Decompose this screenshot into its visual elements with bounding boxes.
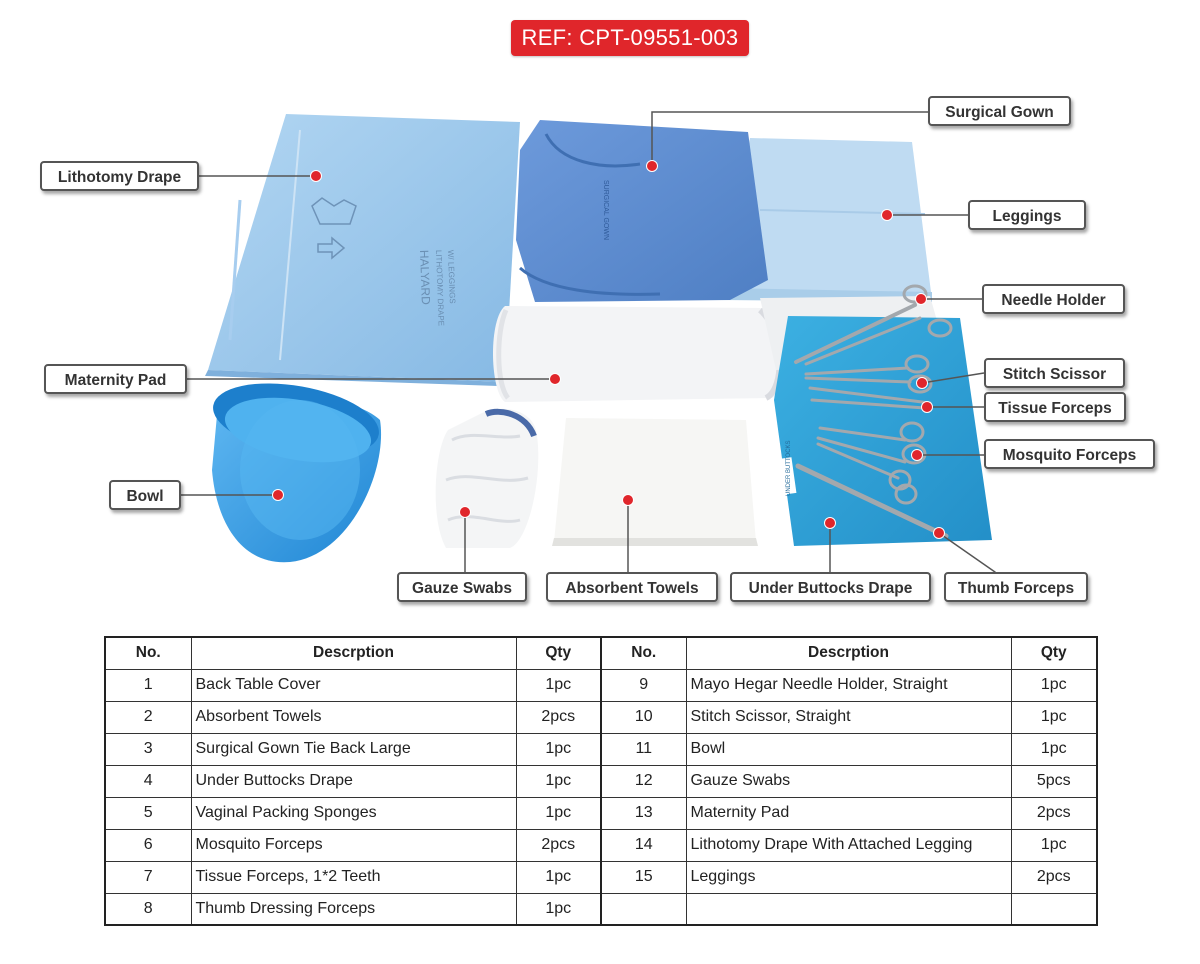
callout-tissue-forceps: Tissue Forceps [984, 392, 1126, 422]
drape-print-text-3: W/ LEGGINGS [446, 250, 457, 304]
cell-qty: 2pcs [515, 828, 602, 862]
cell-qty: 1pc [1010, 828, 1098, 862]
surgical-gown-image: SURGICAL GOWN [516, 120, 768, 302]
ref-badge: REF: CPT-09551-003 [511, 20, 749, 56]
cell-no: 1 [104, 668, 192, 702]
cell-no: 9 [600, 668, 687, 702]
cell-qty: 1pc [1010, 732, 1098, 766]
callout-stitch-scissor: Stitch Scissor [984, 358, 1125, 388]
cell-no: 5 [104, 796, 192, 830]
callout-leggings: Leggings [968, 200, 1086, 230]
instruments-image [794, 284, 953, 539]
callout-thumb-forceps: Thumb Forceps [944, 572, 1088, 602]
callout-surgical-gown: Surgical Gown [928, 96, 1071, 126]
drape-print-text: HALYARD [417, 250, 433, 306]
cell-qty: 1pc [1010, 700, 1098, 734]
callout-maternity-pad: Maternity Pad [44, 364, 187, 394]
cell-no: 13 [600, 796, 687, 830]
cell-description: Tissue Forceps, 1*2 Teeth [190, 860, 517, 894]
cell-qty [1010, 892, 1098, 926]
callout-needle-holder: Needle Holder [982, 284, 1125, 314]
cell-qty: 2pcs [1010, 796, 1098, 830]
cell-description: Leggings [685, 860, 1012, 894]
cell-description: Absorbent Towels [190, 700, 517, 734]
cell-description: Thumb Dressing Forceps [190, 892, 517, 926]
cell-description: Mayo Hegar Needle Holder, Straight [685, 668, 1012, 702]
cell-no: 8 [104, 892, 192, 926]
cell-description: Gauze Swabs [685, 764, 1012, 798]
cell-description: Under Buttocks Drape [190, 764, 517, 798]
cell-no: 12 [600, 764, 687, 798]
lithotomy-drape-image: HALYARD LITHOTOMY DRAPE W/ LEGGINGS [205, 114, 520, 386]
cell-qty: 1pc [515, 764, 602, 798]
callout-dots [272, 160, 945, 539]
gauze-swabs-image [435, 408, 539, 548]
cell-no [600, 892, 687, 926]
ubd-print-text: UNDER BUTTOCKS [786, 440, 792, 496]
leader-lines [180, 111, 996, 574]
cell-description: Mosquito Forceps [190, 828, 517, 862]
header-description: Descrption [190, 636, 517, 670]
cell-no: 14 [600, 828, 687, 862]
cell-qty: 5pcs [1010, 764, 1098, 798]
cell-qty: 1pc [515, 732, 602, 766]
cell-no: 6 [104, 828, 192, 862]
header-no: No. [600, 636, 687, 670]
cell-no: 2 [104, 700, 192, 734]
table-header-row: No. Descrption Qty No. Descrption Qty [104, 636, 1098, 670]
cell-no: 3 [104, 732, 192, 766]
callout-under-buttocks-drape: Under Buttocks Drape [730, 572, 931, 602]
cell-no: 11 [600, 732, 687, 766]
cell-description: Stitch Scissor, Straight [685, 700, 1012, 734]
header-no: No. [104, 636, 192, 670]
callout-mosquito-forceps: Mosquito Forceps [984, 439, 1155, 469]
cell-description: Back Table Cover [190, 668, 517, 702]
cell-description: Maternity Pad [685, 796, 1012, 830]
cell-description: Bowl [685, 732, 1012, 766]
callout-bowl: Bowl [109, 480, 181, 510]
header-qty: Qty [1010, 636, 1098, 670]
cell-qty: 2pcs [1010, 860, 1098, 894]
gown-print-text: SURGICAL GOWN [602, 180, 609, 240]
cell-no: 15 [600, 860, 687, 894]
cell-description: Vaginal Packing Sponges [190, 796, 517, 830]
cell-qty: 1pc [515, 796, 602, 830]
cell-qty: 1pc [515, 860, 602, 894]
cell-description: Lithotomy Drape With Attached Legging [685, 828, 1012, 862]
cell-qty: 1pc [1010, 668, 1098, 702]
bowl-image [212, 383, 382, 563]
cell-qty: 2pcs [515, 700, 602, 734]
kit-photo: HALYARD LITHOTOMY DRAPE W/ LEGGINGS SURG… [180, 111, 996, 574]
callout-gauze-swabs: Gauze Swabs [397, 572, 527, 602]
drape-print-text-2: LITHOTOMY DRAPE [434, 250, 446, 326]
callout-absorbent-towels: Absorbent Towels [546, 572, 718, 602]
cell-qty: 1pc [515, 668, 602, 702]
cell-description [685, 892, 1012, 926]
absorbent-towels-image [552, 418, 758, 546]
cell-no: 4 [104, 764, 192, 798]
header-qty: Qty [515, 636, 602, 670]
under-buttocks-drape-image: UNDER BUTTOCKS [760, 296, 992, 546]
cell-no: 7 [104, 860, 192, 894]
callout-lithotomy-drape: Lithotomy Drape [40, 161, 199, 191]
cell-description: Surgical Gown Tie Back Large [190, 732, 517, 766]
cell-qty: 1pc [515, 892, 602, 926]
maternity-pad-image [492, 306, 787, 402]
header-description: Descrption [685, 636, 1012, 670]
cell-no: 10 [600, 700, 687, 734]
